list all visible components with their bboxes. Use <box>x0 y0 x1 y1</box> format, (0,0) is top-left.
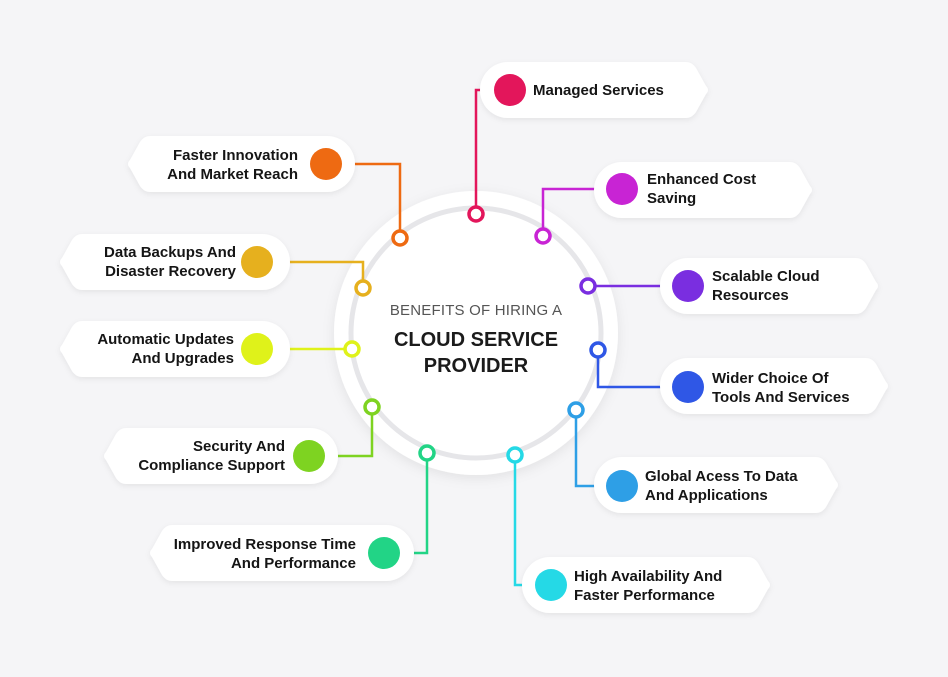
center-subtitle: BENEFITS OF HIRING A <box>389 302 563 319</box>
ring-node-global-access <box>567 401 585 419</box>
pill-high-availability <box>522 557 770 613</box>
ring-node-data-backups <box>354 279 372 297</box>
connector-wider-choice <box>596 350 688 389</box>
ring-node-improved-response <box>418 444 436 462</box>
pill-automatic-updates <box>60 321 290 377</box>
label-global-access: Global Acess To Data And Applications <box>645 468 798 504</box>
dot-improved-response <box>368 537 400 569</box>
label-security-compliance: Security And Compliance Support <box>138 438 285 474</box>
dot-faster-innovation <box>310 148 342 180</box>
dot-enhanced-cost-saving <box>606 173 638 205</box>
dot-scalable-cloud-resources <box>672 270 704 302</box>
pill-faster-innovation <box>128 136 355 192</box>
ring-node-faster-innovation <box>391 229 409 247</box>
label-automatic-updates: Automatic Updates And Upgrades <box>97 331 234 367</box>
pill-managed-services <box>480 62 708 118</box>
ring-node-automatic-updates <box>343 340 361 358</box>
pill-data-backups <box>60 234 290 290</box>
pill-security-compliance <box>104 428 338 484</box>
pill-improved-response <box>150 525 414 581</box>
ring-node-managed-services <box>467 205 485 223</box>
ring-node-scalable-cloud-resources <box>579 277 597 295</box>
pill-enhanced-cost-saving <box>594 162 812 218</box>
dot-data-backups <box>241 246 273 278</box>
pill-global-access <box>594 457 838 513</box>
label-faster-innovation: Faster Innovation And Market Reach <box>167 147 298 183</box>
label-data-backups: Data Backups And Disaster Recovery <box>104 244 236 280</box>
center-title: CLOUD SERVICE PROVIDER <box>393 329 559 377</box>
dot-high-availability <box>535 569 567 601</box>
label-high-availability: High Availability And Faster Performance <box>574 568 723 604</box>
label-scalable-cloud-resources: Scalable Cloud Resources <box>712 268 820 304</box>
pill-scalable-cloud-resources <box>660 258 878 314</box>
dot-managed-services <box>494 74 526 106</box>
ring-node-wider-choice <box>589 341 607 359</box>
label-wider-choice: Wider Choice Of Tools And Services <box>712 370 850 406</box>
ring-node-enhanced-cost-saving <box>534 227 552 245</box>
dot-automatic-updates <box>241 333 273 365</box>
label-improved-response: Improved Response Time And Performance <box>173 536 356 572</box>
label-enhanced-cost-saving: Enhanced Cost Saving <box>647 171 757 207</box>
label-managed-services: Managed Services <box>533 82 664 99</box>
ring-node-high-availability <box>506 446 524 464</box>
pill-wider-choice <box>660 358 888 414</box>
dot-wider-choice <box>672 371 704 403</box>
dot-security-compliance <box>293 440 325 472</box>
ring-node-security-compliance <box>363 398 381 416</box>
dot-global-access <box>606 470 638 502</box>
